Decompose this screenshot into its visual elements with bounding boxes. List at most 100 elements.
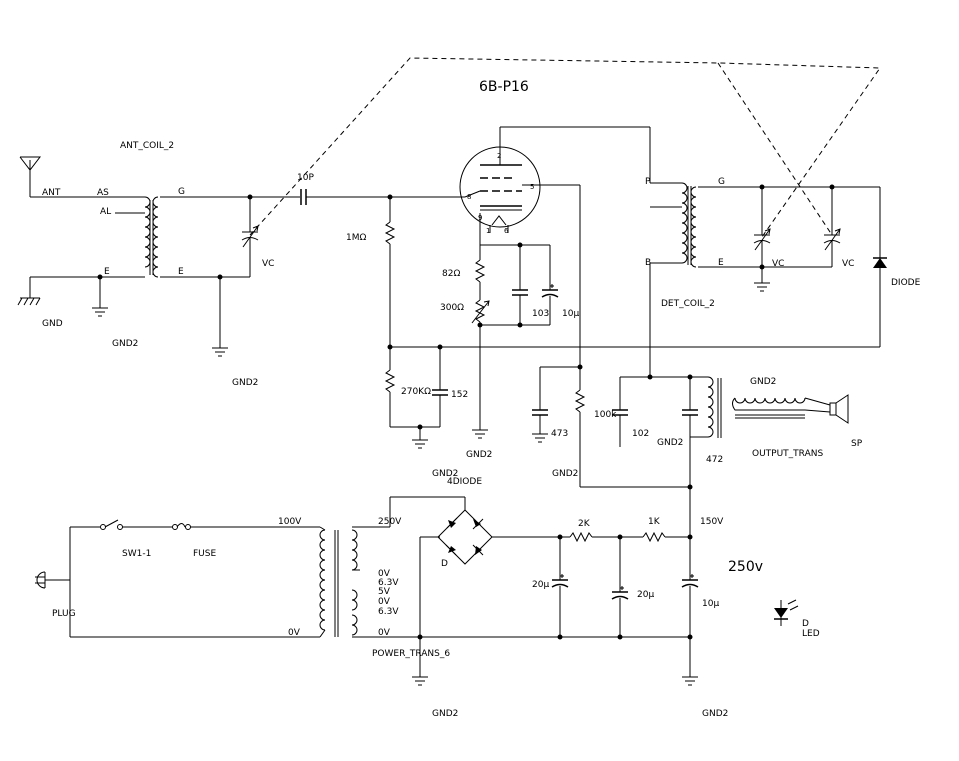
label-10u-a: 10μ bbox=[562, 309, 579, 319]
tube-pin-9: 9 bbox=[478, 214, 482, 222]
label-4diode: 4DIODE bbox=[447, 477, 482, 487]
vacuum-tube-6b-p16 bbox=[459, 127, 541, 245]
plug-icon bbox=[35, 571, 46, 589]
diode-icon bbox=[873, 257, 887, 268]
tube-pin-6: 6 bbox=[504, 227, 509, 235]
antenna-icon bbox=[19, 156, 42, 197]
voltage-note: 250v bbox=[728, 559, 763, 575]
label-20u-b: 20μ bbox=[637, 590, 654, 600]
speaker-icon bbox=[829, 394, 849, 424]
ground-icon bbox=[92, 307, 108, 317]
resistor-270k bbox=[384, 369, 396, 393]
label-gnd2-g: GND2 bbox=[750, 377, 776, 387]
label-det-coil: DET_COIL_2 bbox=[661, 299, 715, 309]
led-icon bbox=[774, 599, 799, 626]
label-6-3v-a: 6.3V bbox=[378, 578, 399, 588]
ant-coil-2 bbox=[144, 196, 159, 278]
label-2k: 2K bbox=[578, 519, 591, 529]
ground-icon bbox=[212, 347, 228, 357]
label-472: 472 bbox=[706, 455, 723, 465]
fuse-icon bbox=[172, 523, 191, 530]
resistor-82 bbox=[474, 259, 486, 283]
label-100k: 100k bbox=[594, 410, 617, 420]
label-vc3: VC bbox=[842, 259, 854, 269]
label-82: 82Ω bbox=[442, 269, 460, 279]
capacitor-10p bbox=[300, 189, 307, 205]
label-gnd2-e: GND2 bbox=[552, 469, 578, 479]
ground-icon bbox=[472, 429, 488, 439]
label-ant-coil: ANT_COIL_2 bbox=[120, 141, 174, 151]
label-e2: E bbox=[178, 267, 184, 277]
label-e3: E bbox=[718, 258, 724, 268]
label-gnd2-i: GND2 bbox=[702, 709, 728, 719]
label-power-trans: POWER_TRANS_6 bbox=[372, 649, 450, 659]
label-6-3v-b: 6.3V bbox=[378, 607, 399, 617]
chassis-ground-icon bbox=[17, 297, 41, 306]
label-0v-c: 0V bbox=[378, 628, 391, 638]
label-b: B bbox=[645, 258, 651, 268]
label-g1: G bbox=[178, 187, 185, 197]
tube-title: 6B-P16 bbox=[479, 79, 529, 95]
label-g2: G bbox=[718, 177, 725, 187]
label-10p: 10P bbox=[297, 173, 314, 183]
ground-icon bbox=[412, 439, 428, 449]
label-output-trans: OUTPUT_TRANS bbox=[752, 449, 823, 459]
label-100v: 100V bbox=[278, 517, 302, 527]
bridge-rectifier bbox=[437, 509, 493, 565]
label-sw: SW1-1 bbox=[122, 549, 151, 559]
label-gnd2-d: GND2 bbox=[466, 450, 492, 460]
ground-icon bbox=[682, 676, 698, 686]
label-al: AL bbox=[100, 207, 111, 217]
tube-pin-1: 1 bbox=[486, 227, 490, 235]
tube-pin-5: 5 bbox=[530, 183, 534, 191]
output-transformer bbox=[707, 376, 806, 438]
variable-capacitor-vc3 bbox=[823, 228, 841, 251]
electrolytic-capacitor-20u-a bbox=[551, 574, 569, 588]
label-fuse: FUSE bbox=[193, 549, 216, 559]
label-led-d: D bbox=[802, 619, 809, 629]
label-gnd2-a: GND2 bbox=[112, 339, 138, 349]
label-103: 103 bbox=[532, 309, 549, 319]
label-250v: 250V bbox=[378, 517, 402, 527]
label-0v-b: 0V bbox=[378, 597, 391, 607]
label-diode: DIODE bbox=[891, 278, 921, 288]
tuning-gang-link bbox=[249, 57, 881, 238]
resistor-2k bbox=[569, 531, 593, 543]
resistor-100k bbox=[574, 389, 586, 413]
label-10u-b: 10μ bbox=[702, 599, 719, 609]
label-vc1: VC bbox=[262, 259, 274, 269]
ground-icon bbox=[532, 433, 548, 443]
label-led: LED bbox=[802, 629, 820, 639]
label-plug: PLUG bbox=[52, 609, 76, 619]
label-as: AS bbox=[97, 188, 109, 198]
electrolytic-capacitor-20u-b bbox=[611, 586, 629, 600]
label-1m: 1MΩ bbox=[346, 233, 366, 243]
electrolytic-capacitor-10u bbox=[541, 284, 559, 298]
variable-capacitor-vc2 bbox=[753, 228, 771, 251]
label-5v: 5V bbox=[378, 587, 391, 597]
variable-resistor-300 bbox=[471, 299, 490, 324]
electrolytic-capacitor-10u-b bbox=[681, 574, 699, 588]
label-0v-d: 0V bbox=[288, 628, 301, 638]
label-gnd2-f: GND2 bbox=[657, 438, 683, 448]
label-sp: SP bbox=[851, 439, 863, 449]
label-300: 300Ω bbox=[440, 303, 464, 313]
tube-pin-2: 2 bbox=[497, 152, 501, 160]
label-152: 152 bbox=[451, 390, 468, 400]
switch-sw1 bbox=[100, 519, 123, 530]
label-p: P bbox=[645, 177, 651, 187]
capacitor-473 bbox=[532, 409, 548, 416]
label-0v-a: 0V bbox=[378, 569, 391, 579]
power-transformer bbox=[319, 529, 358, 637]
resistor-1m bbox=[384, 221, 396, 245]
capacitor-103 bbox=[512, 289, 528, 296]
resistor-1k bbox=[642, 531, 666, 543]
label-20u-a: 20μ bbox=[532, 580, 549, 590]
label-bridge-d: D bbox=[441, 559, 448, 569]
capacitor-472 bbox=[682, 409, 698, 416]
label-150v: 150V bbox=[700, 517, 724, 527]
det-coil-2 bbox=[681, 182, 697, 268]
label-vc2: VC bbox=[772, 259, 784, 269]
